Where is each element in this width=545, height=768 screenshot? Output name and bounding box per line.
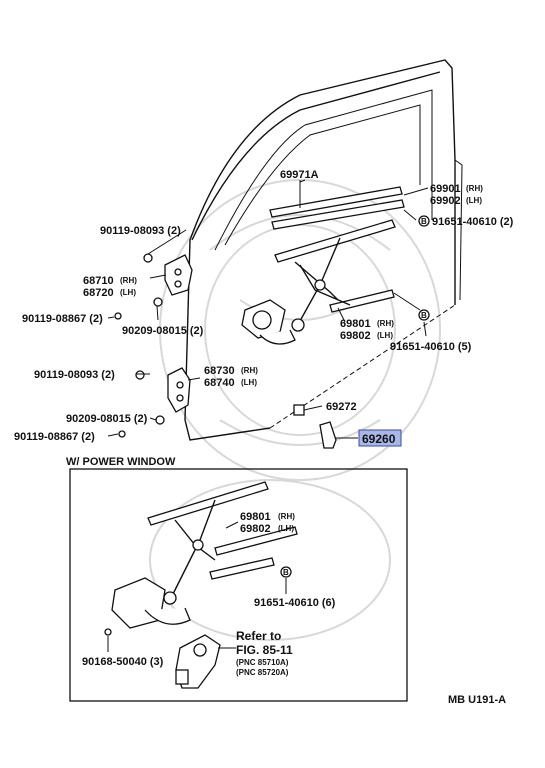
label-69902: 69902 [430,195,461,207]
label-90119-08867-top: 90119-08867 (2) [22,313,103,325]
label-69272: 69272 [326,401,357,413]
b-marker-3: B [280,566,292,578]
label-69901-rh: (RH) [466,184,483,193]
label-91651-40610-6: 91651-40610 (6) [254,597,336,609]
label-68730-rh: (RH) [241,366,258,375]
callout-lines [107,179,429,439]
label-68710-rh: (RH) [120,276,137,285]
power-callout-lines [107,521,287,652]
power-window-box [69,468,408,702]
label-91651-40610-5: 91651-40610 (5) [390,341,472,353]
svg-text:B: B [421,217,427,226]
label-69801-rh: (RH) [377,319,394,328]
window-motor [175,634,221,689]
label-68720: 68720 [83,287,114,299]
label-91651-40610-2: 91651-40610 (2) [432,216,514,228]
section-title-power-window: W/ POWER WINDOW [66,456,176,468]
label-90119-08867-bottom: 90119-08867 (2) [14,431,95,443]
label-69902-lh: (LH) [466,196,482,205]
label-69802: 69802 [340,330,371,342]
svg-text:B: B [421,311,427,320]
label-90209-08015-top: 90209-08015 (2) [122,325,204,337]
b-marker-1: B [418,215,430,227]
label-68740: 68740 [204,377,235,389]
label-69801-power-rh: (RH) [278,512,295,521]
window-regulator [241,219,396,345]
fig-reference: FIG. 85-11 [236,643,293,657]
label-69802-lh: (LH) [377,331,393,340]
label-68740-lh: (LH) [241,378,257,387]
label-68730: 68730 [204,365,235,377]
label-69802-power: 69802 [240,523,271,535]
pnc-85710a: (PNC 85710A) [236,658,289,667]
label-69901: 69901 [430,183,461,195]
label-90168-50040: 90168-50040 (3) [82,656,164,668]
label-90119-08093-mid: 90119-08093 (2) [34,369,115,381]
label-69802-power-lh: (LH) [278,524,294,533]
glass-channel-69971a [269,180,405,230]
label-69801: 69801 [340,318,371,330]
highlight-69260 [358,429,402,447]
label-69260: 69260 [362,432,396,446]
refer-to-text: Refer to [236,629,281,643]
diagram-code: MB U191-A [448,694,506,706]
b-marker-2: B [418,309,430,321]
label-90119-08093-top: 90119-08093 (2) [100,225,181,237]
svg-text:B: B [283,568,289,577]
label-69971a: 69971A [280,169,319,181]
part-69272-clip [293,404,305,416]
pnc-85720a: (PNC 85720A) [236,668,289,677]
label-68720-lh: (LH) [120,288,136,297]
door-hinge-upper [114,253,193,320]
power-regulator [104,481,298,636]
door-hinge-lower [118,367,191,438]
label-90209-08015-bottom: 90209-08015 (2) [66,413,148,425]
part-69260-handle [319,421,337,449]
label-68710: 68710 [83,275,114,287]
label-69801-power: 69801 [240,511,271,523]
